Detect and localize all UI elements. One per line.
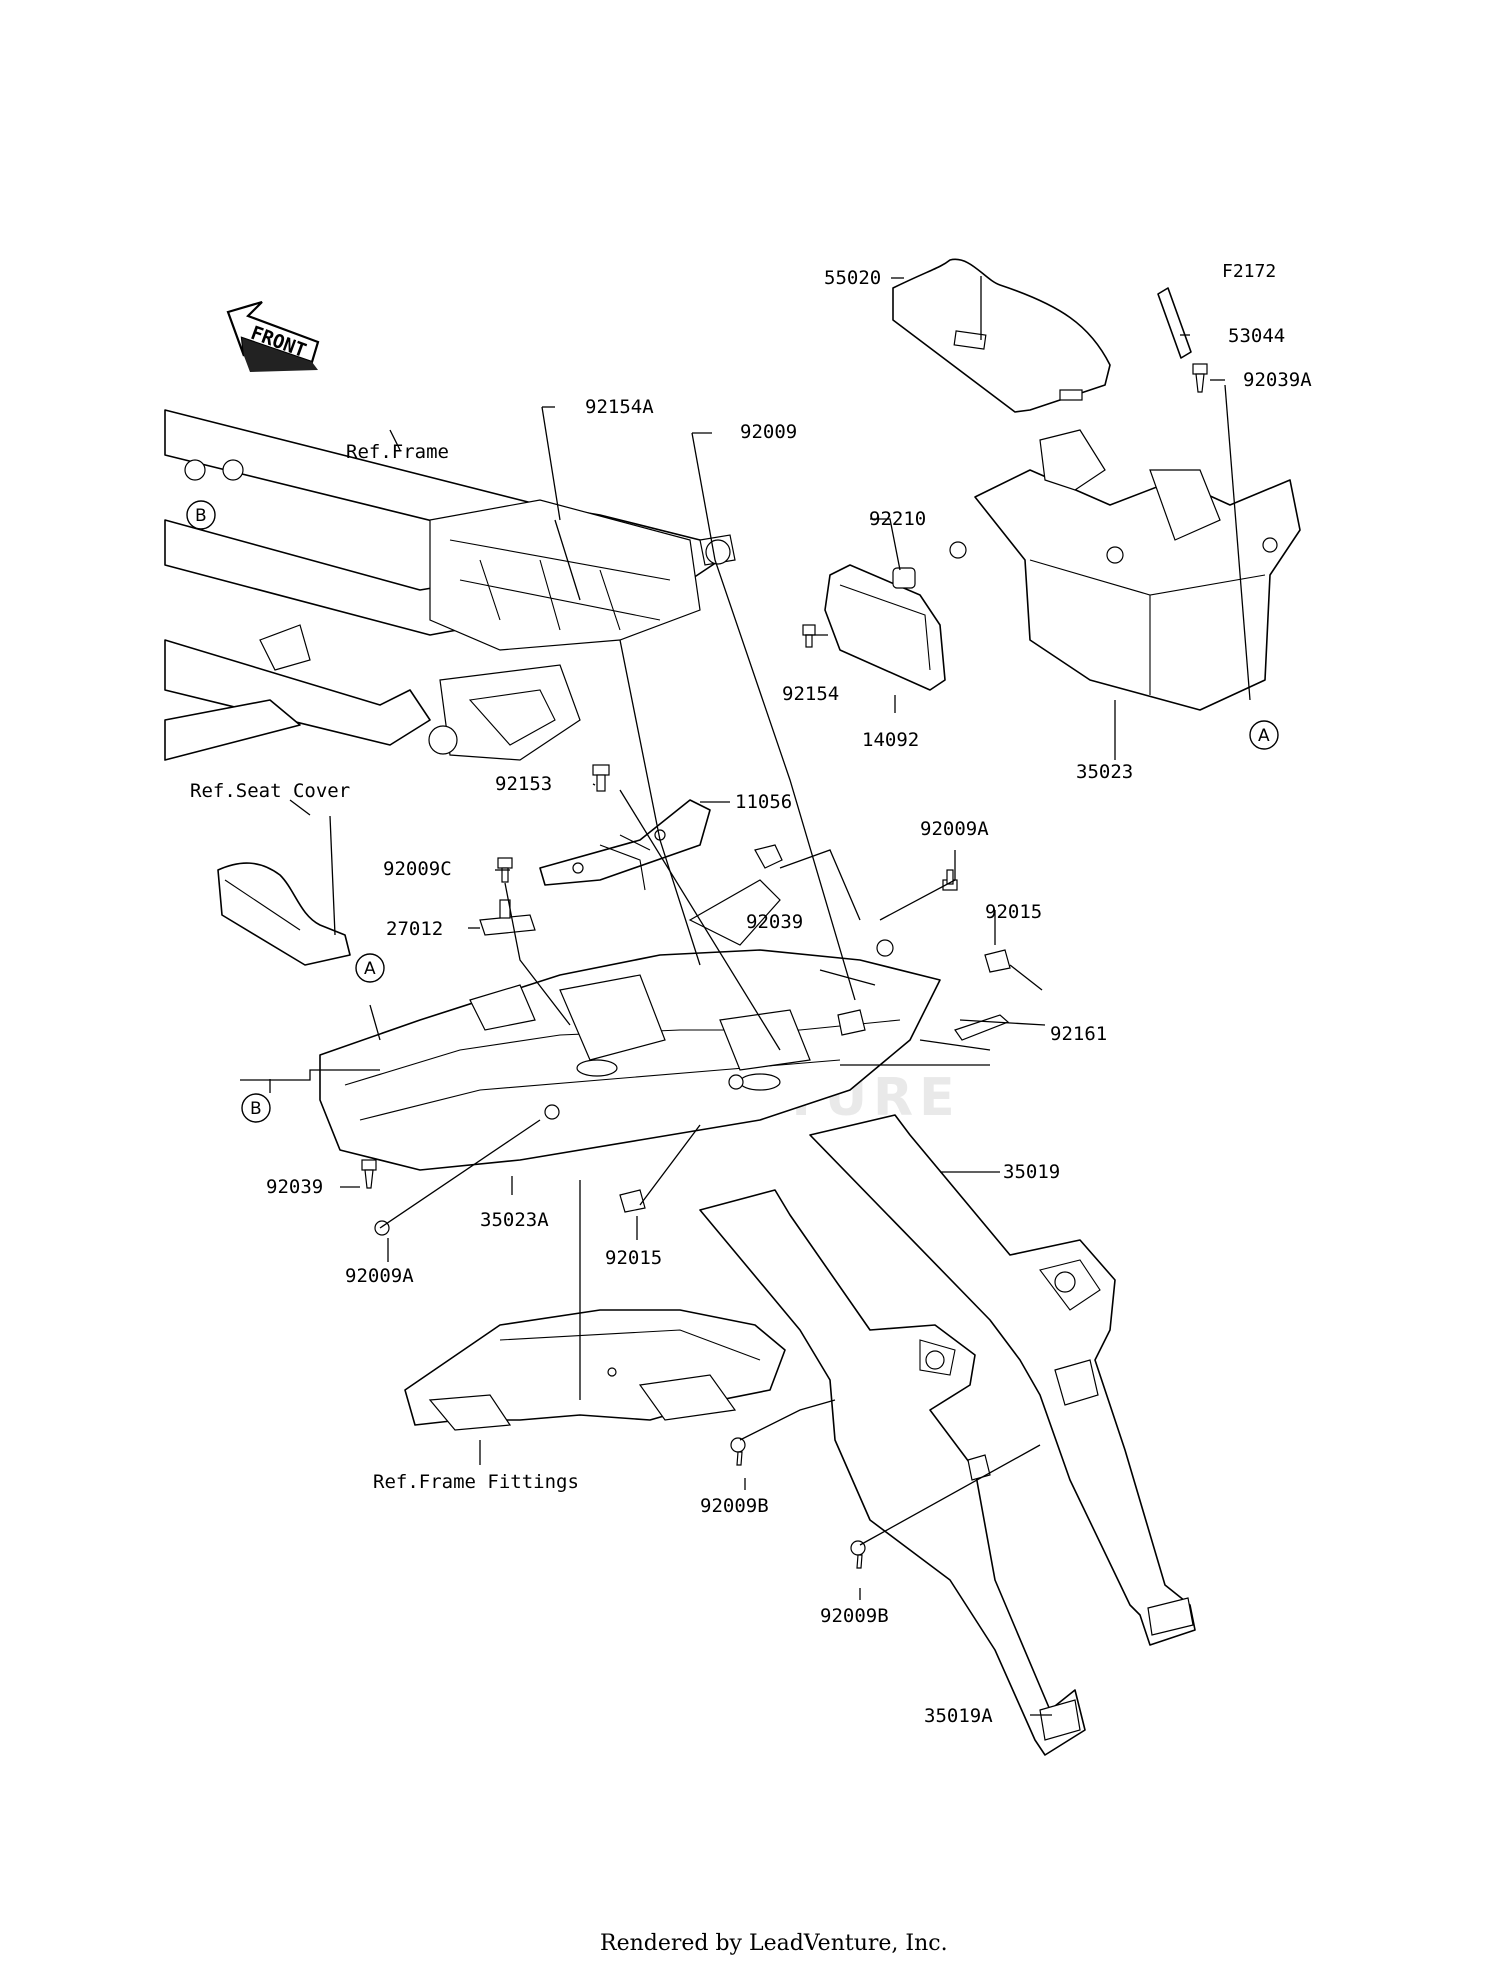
fender-flap-35019A: [699, 1189, 1086, 1756]
label-53044: 53044: [1228, 325, 1285, 347]
label-92161: 92161: [1050, 1023, 1107, 1045]
rod-53044: [1157, 287, 1192, 359]
label-ref-seat-cover: Ref.Seat Cover: [190, 780, 350, 802]
label-92039-left: 92039: [266, 1176, 323, 1198]
label-92039-mid: 92039: [746, 911, 803, 933]
bolt-92009B-upper: [730, 1437, 746, 1466]
bolt-92154: [802, 624, 816, 648]
label-35019A: 35019A: [924, 1705, 993, 1727]
label-ref-frame: Ref.Frame: [346, 441, 449, 463]
label-35023A: 35023A: [480, 1209, 549, 1231]
label-11056: 11056: [735, 791, 792, 813]
label-92154: 92154: [782, 683, 839, 705]
label-55020: 55020: [824, 267, 881, 289]
rear-fender-35023A: [319, 879, 941, 1171]
battery-case-35023: [949, 429, 1301, 711]
label-27012: 27012: [386, 918, 443, 940]
label-92009B-upper: 92009B: [700, 1495, 769, 1517]
label-35023: 35023: [1076, 761, 1133, 783]
label-92039A: 92039A: [1243, 369, 1312, 391]
bracket-11056: [539, 799, 711, 891]
frame-assembly: [164, 409, 736, 761]
label-92009-top: 92009: [740, 421, 797, 443]
label-92009C: 92009C: [383, 858, 452, 880]
clip-92015-mid: [619, 1189, 646, 1213]
bolt-92039A: [1192, 363, 1208, 393]
label-92009A-left: 92009A: [345, 1265, 414, 1287]
bolt-92009C: [497, 857, 513, 883]
marker-a-right: A: [1249, 720, 1279, 750]
label-92009A-right: 92009A: [920, 818, 989, 840]
marker-b-bottom: B: [241, 1093, 271, 1123]
bolt-92039-mid: [754, 844, 783, 869]
bolt-92009A-right: [942, 869, 958, 891]
label-92153: 92153: [495, 773, 552, 795]
bolt-92039-left: [361, 1159, 377, 1189]
bolt-92009B-lower: [850, 1540, 866, 1569]
seat-cover-ref: [217, 862, 351, 966]
marker-a-left: A: [355, 953, 385, 983]
footer-credit: Rendered by LeadVenture, Inc.: [600, 1931, 948, 1956]
label-92015-mid: 92015: [605, 1247, 662, 1269]
marker-a-right-text: A: [1258, 726, 1270, 746]
cover-14092: [824, 564, 946, 691]
marker-b-top-text: B: [195, 506, 207, 526]
clip-27012: [479, 899, 536, 936]
label-92210: 92210: [869, 508, 926, 530]
label-ref-frame-fittings: Ref.Frame Fittings: [373, 1471, 579, 1493]
front-arrow-icon: FRONT: [226, 300, 320, 372]
pad-92161: [954, 1014, 1010, 1041]
frame-fittings-ref: [404, 1309, 786, 1431]
figure-id: F2172: [1222, 261, 1276, 282]
label-92154A: 92154A: [585, 396, 654, 418]
label-92015-right: 92015: [985, 901, 1042, 923]
tool-kit-pad: [892, 258, 1111, 413]
clip-92015-right: [984, 949, 1011, 973]
bolt-92153: [592, 764, 610, 792]
collar-92210: [892, 567, 916, 589]
marker-a-left-text: A: [364, 959, 376, 979]
leader-lines: [240, 276, 1251, 1716]
label-14092: 14092: [862, 729, 919, 751]
marker-b-top: B: [186, 500, 216, 530]
fender-flap-35019: [809, 1114, 1196, 1646]
label-35019: 35019: [1003, 1161, 1060, 1183]
marker-b-bottom-text: B: [250, 1099, 262, 1119]
label-92009B-lower: 92009B: [820, 1605, 889, 1627]
